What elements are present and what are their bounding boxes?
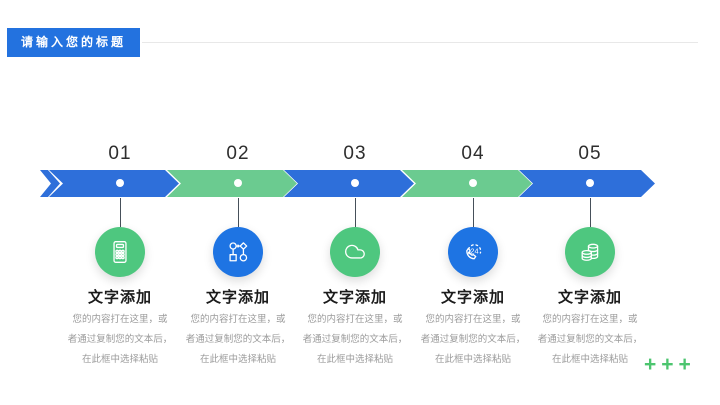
slide-title-banner: 请输入您的标题 (7, 28, 141, 57)
timeline-segment-1 (49, 170, 179, 197)
timeline-dot (234, 179, 242, 187)
timeline-item-2: 02 文字添加 您的内容打在这里，或 者通过复制您的文本后， 在此框中选择粘贴 (178, 140, 298, 380)
band-space (530, 169, 650, 198)
item-heading: 文字添加 (205, 289, 270, 306)
timeline-dot (469, 179, 477, 187)
timeline-band (0, 170, 720, 197)
item-heading: 文字添加 (557, 289, 622, 306)
svg-text:24: 24 (470, 247, 478, 256)
item-heading: 文字添加 (87, 289, 152, 306)
timeline-segment-4 (402, 170, 532, 197)
timeline-dot (586, 179, 594, 187)
icon-circle (565, 227, 615, 277)
band-space (178, 169, 298, 198)
slide-title-text: 请输入您的标题 (21, 35, 127, 49)
timeline-item-5: 05 文字添加 您的内容打在这里，或 者通过复制您的文本后， 在此框中选择粘贴 (530, 140, 650, 380)
icon-circle (95, 227, 145, 277)
band-space (413, 169, 533, 198)
item-body: 您的内容打在这里，或 者通过复制您的文本后， 在此框中选择粘贴 (302, 314, 408, 365)
flowchart-icon (229, 242, 248, 262)
coins-icon (581, 243, 599, 261)
timeline-item-1: 01 文字添加 您的内容打在这里，或 者通过复制您的文本后， 在此框中选择粘贴 (60, 140, 180, 380)
connector-line (119, 198, 121, 227)
timeline-item-3: 03 文字添加 您的内容打在这里，或 者通过复制您的文本后， 在此框中选择粘贴 (295, 140, 415, 380)
timeline-item-4: 04 24 文字添加 您的内容打在这里，或 者通过复制您的文本后， 在此框中选择… (413, 140, 533, 380)
icon-circle (213, 227, 263, 277)
timeline-dot (351, 179, 359, 187)
band-space (60, 169, 180, 198)
connector-line (237, 198, 239, 227)
connector-line (472, 198, 474, 227)
step-number: 01 (108, 143, 132, 164)
item-heading: 文字添加 (440, 289, 505, 306)
phone-24h-icon: 24 (466, 244, 482, 260)
icon-circle: 24 (448, 227, 498, 277)
timeline-segment-2 (167, 170, 297, 197)
item-body: 您的内容打在这里，或 者通过复制您的文本后， 在此框中选择粘贴 (420, 314, 526, 365)
band-space (295, 169, 415, 198)
plus-decoration: +++ (644, 353, 696, 376)
connector-line (354, 198, 356, 227)
step-number: 02 (226, 143, 250, 164)
item-body: 您的内容打在这里，或 者通过复制您的文本后， 在此框中选择粘贴 (537, 314, 643, 365)
header-divider (142, 42, 698, 43)
item-heading: 文字添加 (322, 289, 387, 306)
step-number: 03 (343, 143, 367, 164)
item-body: 您的内容打在这里，或 者通过复制您的文本后， 在此框中选择粘贴 (185, 314, 291, 365)
calculator-icon (113, 241, 127, 263)
timeline-segment-3 (284, 170, 414, 197)
item-body: 您的内容打在这里，或 者通过复制您的文本后， 在此框中选择粘贴 (67, 314, 173, 365)
connector-line (589, 198, 591, 227)
step-number: 04 (461, 143, 485, 164)
timeline-dot (116, 179, 124, 187)
step-number: 05 (578, 143, 602, 164)
icon-circle (330, 227, 380, 277)
cloud-icon (345, 244, 365, 259)
